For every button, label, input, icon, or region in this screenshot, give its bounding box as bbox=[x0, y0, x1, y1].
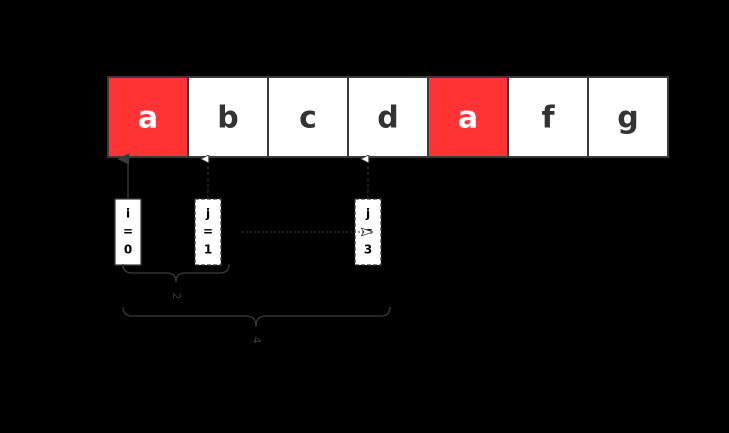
pointer-text: = bbox=[123, 225, 133, 239]
array-cell-label: c bbox=[299, 101, 317, 136]
brace-window-4 bbox=[122, 306, 391, 328]
array-cell: b bbox=[187, 76, 269, 158]
array-cell-label: b bbox=[217, 101, 238, 136]
array-cell-box bbox=[427, 76, 509, 158]
pointer-text: j bbox=[205, 207, 210, 221]
array-cell: a bbox=[107, 76, 189, 158]
pointer-connectors bbox=[117, 153, 368, 199]
array-cell-label: g bbox=[617, 101, 638, 136]
brace-window-2 bbox=[122, 263, 230, 283]
array-cell-box bbox=[187, 76, 269, 158]
pointer-text: i bbox=[126, 207, 130, 221]
pointer-box-frame bbox=[114, 198, 142, 266]
array-cell-label: a bbox=[458, 101, 478, 136]
pointer-box-frame bbox=[194, 198, 222, 266]
array-cell-label: a bbox=[138, 101, 158, 136]
pointer-text: 0 bbox=[124, 243, 132, 257]
array-cell: f bbox=[507, 76, 589, 158]
array-cell-label: d bbox=[377, 101, 398, 136]
brace-label-4: 4 bbox=[250, 337, 263, 344]
array-cell-box bbox=[507, 76, 589, 158]
array-cell: a bbox=[427, 76, 509, 158]
array-cell-box bbox=[107, 76, 189, 158]
pointer-box: j = 1 bbox=[194, 198, 222, 266]
pointer-text: 3 bbox=[364, 243, 372, 257]
brace-label-2: 2 bbox=[170, 293, 183, 300]
pointer-text: j bbox=[365, 207, 370, 221]
array-cell: d bbox=[347, 76, 429, 158]
array-cell: g bbox=[587, 76, 669, 158]
pointer-boxes: i=0j=1j=3 bbox=[114, 198, 382, 266]
array-cell-label: f bbox=[541, 101, 555, 136]
pointer-text: 1 bbox=[204, 243, 212, 257]
array-cell: c bbox=[267, 76, 349, 158]
array-cell-box bbox=[267, 76, 349, 158]
array-cell-box bbox=[587, 76, 669, 158]
pointer-box: i = 0 bbox=[114, 198, 142, 266]
pointer-text: = bbox=[203, 225, 213, 239]
